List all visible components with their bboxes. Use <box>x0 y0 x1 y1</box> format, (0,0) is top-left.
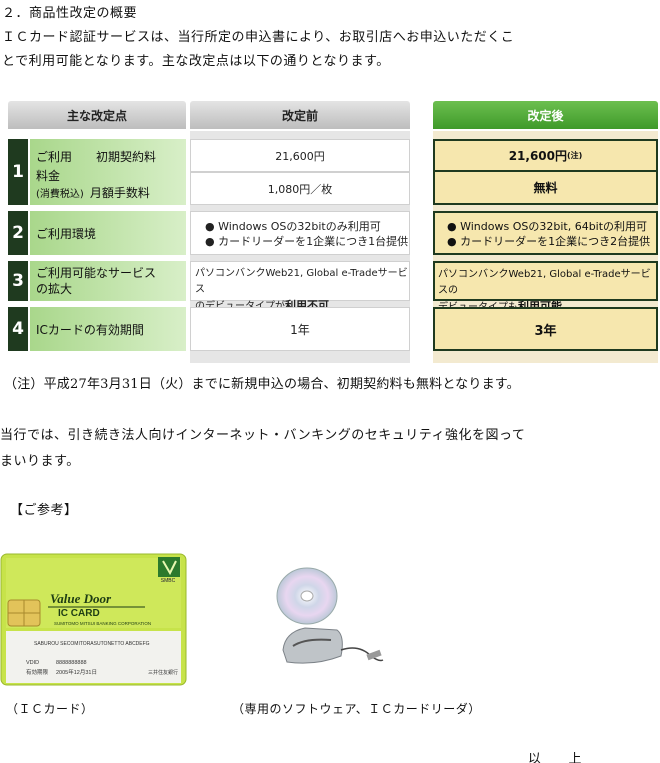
row-2-after-item-2: カードリーダーを1企業につき2台提供 <box>460 235 651 248</box>
reader-device-icon <box>282 627 343 664</box>
section-heading: ２．商品性改定の概要 <box>2 6 138 21</box>
smbc-logo-icon <box>158 557 180 577</box>
row-1-label-b: 料金 <box>36 169 61 183</box>
row-1-sub-1-before: 21,600円 <box>190 139 410 172</box>
row-3-label: ご利用可能なサービス の拡大 <box>30 261 186 301</box>
row-3-before-line-1: パソコンバンクWeb21, Global e-Tradeサービス <box>195 268 408 295</box>
row-1-note-mark: (注) <box>567 151 583 160</box>
row-2-after-item-1: Windows OSの32bit, 64bitの利用可 <box>460 220 648 233</box>
card-vdid-label: VDID <box>26 660 39 666</box>
row-2-after: ● Windows OSの32bit, 64bitの利用可 ● カードリーダーを… <box>433 211 658 255</box>
ic-card-image: SMBC Value Door IC CARD SUMITOMO MITSUI … <box>0 553 187 686</box>
closing-line-2: まいります。 <box>0 454 80 469</box>
footnote: （注）平成27年3月31日（火）までに新規申込の場合、初期契約料も無料となります… <box>4 377 520 392</box>
row-1-sub-1-after-value: 21,600円 <box>508 149 567 163</box>
intro-line-2: とで利用可能となります。主な改定点は以下の通りとなります。 <box>2 54 390 69</box>
row-1-number: 1 <box>8 139 28 205</box>
card-expiry-label: 有効期限 <box>26 668 49 676</box>
caption-ic-card: （ＩＣカード） <box>6 702 94 716</box>
card-vdid: 8888888888 <box>56 660 87 666</box>
row-1-sub-2-after: 無料 <box>433 172 658 205</box>
card-badge: SMBC <box>161 578 176 584</box>
bullet-icon: ● <box>447 235 457 248</box>
card-bank: 三井住友銀行 <box>148 669 178 676</box>
row-1-sub-1-after: 21,600円(注) <box>433 139 658 172</box>
row-3-label-line-2: の拡大 <box>36 282 73 296</box>
card-brand: Value Door <box>50 591 112 606</box>
row-1-sub-1-name: 初期契約料 <box>96 149 157 164</box>
header-revision-points: 主な改定点 <box>8 101 186 129</box>
row-4-label: ICカードの有効期間 <box>30 307 186 351</box>
row-3-after-line-1: パソコンバンクWeb21, Global e-Tradeサービスの <box>438 269 651 296</box>
row-2-number: 2 <box>8 211 28 255</box>
card-expiry: 2005年12月31日 <box>56 668 97 676</box>
row-2-before-item-2: カードリーダーを1企業につき1台提供 <box>218 235 409 248</box>
row-2-label: ご利用環境 <box>30 211 186 255</box>
card-company: SUMITOMO MITSUI BANKING CORPORATION <box>54 621 151 626</box>
caption-reader: （専用のソフトウェア、ＩＣカードリーダ） <box>232 702 481 716</box>
row-2-before-item-1: Windows OSの32bitのみ利用可 <box>218 220 381 233</box>
card-subtitle: IC CARD <box>58 608 100 619</box>
row-3-number: 3 <box>8 261 28 301</box>
row-1-label: ご利用 初期契約料 料金 (消費税込) 月額手数料 <box>30 139 186 205</box>
row-1-label-a: ご利用 <box>36 149 85 164</box>
ic-card-graphic: SMBC Value Door IC CARD SUMITOMO MITSUI … <box>0 553 187 686</box>
row-3-before: パソコンバンクWeb21, Global e-Tradeサービス のデビュータイ… <box>190 261 410 312</box>
bullet-icon: ● <box>447 220 457 233</box>
bullet-icon: ● <box>205 220 215 233</box>
header-after: 改定後 <box>433 101 658 129</box>
closing-line-1: 当行では、引き続き法人向けインターネット・バンキングのセキュリティ強化を図って <box>0 428 526 443</box>
row-2-before: ● Windows OSの32bitのみ利用可 ● カードリーダーを1企業につき… <box>190 211 410 255</box>
revision-table: 主な改定点 改定前 改定後 1 ご利用 初期契約料 料金 (消費税込) 月額手数… <box>8 101 658 363</box>
bullet-icon: ● <box>205 235 215 248</box>
row-4-number: 4 <box>8 307 28 351</box>
end-mark: 以 上 <box>528 752 583 763</box>
row-3-label-line-1: ご利用可能なサービス <box>36 266 157 280</box>
card-holder: SABUROU SECOMITORASUTONETTO ABCDEFG <box>34 641 150 647</box>
header-before: 改定前 <box>190 101 410 129</box>
reader-graphic <box>276 567 384 664</box>
row-4-before: 1年 <box>190 307 410 351</box>
intro-line-1: ＩＣカード認証サービスは、当行所定の申込書により、お取引店へお申込いただくこ <box>2 30 515 45</box>
card-reader-image <box>275 566 385 691</box>
row-4-after: 3年 <box>433 307 658 351</box>
reference-heading: 【ご参考】 <box>10 503 78 518</box>
row-1-sub-2-before: 1,080円／枚 <box>190 172 410 205</box>
row-1-sub-2-name: 月額手数料 <box>89 185 150 200</box>
row-3-after: パソコンバンクWeb21, Global e-Tradeサービスの デビュータイ… <box>433 261 658 313</box>
row-3-before-line-2: のデビュータイプが <box>195 301 285 312</box>
row-1-label-c: (消費税込) <box>36 188 84 200</box>
